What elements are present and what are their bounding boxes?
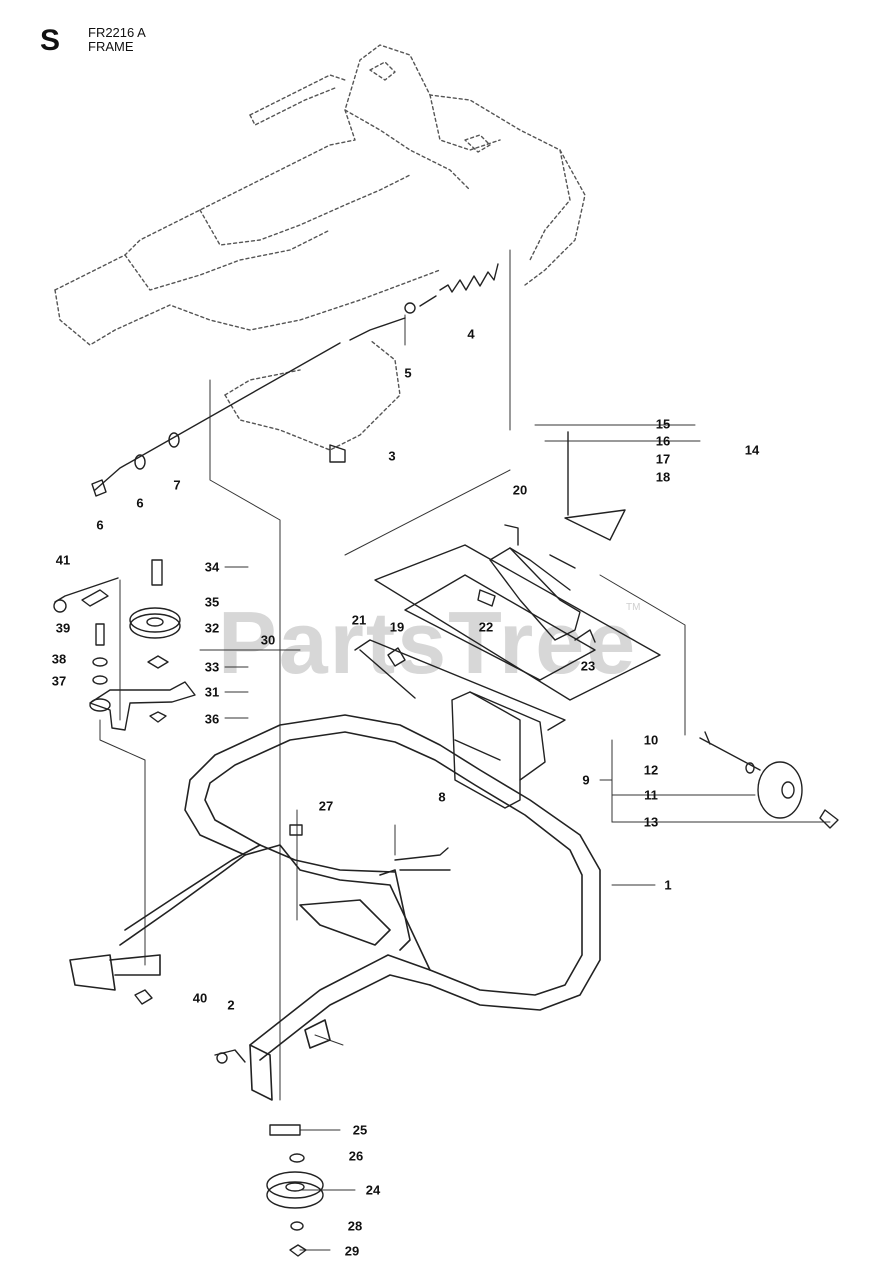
callout-17[interactable]: 17 bbox=[655, 451, 671, 467]
side-bracket-8 bbox=[451, 691, 546, 809]
callout-38[interactable]: 38 bbox=[51, 651, 67, 667]
callout-33[interactable]: 33 bbox=[204, 659, 220, 675]
callout-30[interactable]: 30 bbox=[260, 632, 276, 648]
callout-22[interactable]: 22 bbox=[478, 619, 494, 635]
callout-23[interactable]: 23 bbox=[580, 658, 596, 674]
callout-5[interactable]: 5 bbox=[404, 365, 412, 381]
callout-41[interactable]: 41 bbox=[55, 552, 71, 568]
gauge-wheel bbox=[699, 731, 839, 829]
callout-29[interactable]: 29 bbox=[344, 1243, 360, 1259]
callout-8[interactable]: 8 bbox=[438, 789, 446, 805]
callout-6-a[interactable]: 6 bbox=[136, 495, 144, 511]
mower-chassis-outline bbox=[54, 44, 586, 451]
long-bolt bbox=[359, 647, 416, 699]
diagram-title: FRAME bbox=[88, 39, 134, 54]
callout-37[interactable]: 37 bbox=[51, 673, 67, 689]
callout-32[interactable]: 32 bbox=[204, 620, 220, 636]
callout-25[interactable]: 25 bbox=[352, 1122, 368, 1138]
callout-15[interactable]: 15 bbox=[655, 416, 671, 432]
callout-3[interactable]: 3 bbox=[388, 448, 396, 464]
callout-6-b[interactable]: 6 bbox=[96, 517, 104, 533]
section-letter: S bbox=[40, 24, 61, 57]
washers-left bbox=[91, 432, 180, 497]
callout-34[interactable]: 34 bbox=[204, 559, 220, 575]
callout-9[interactable]: 9 bbox=[582, 772, 590, 788]
callout-14[interactable]: 14 bbox=[744, 442, 760, 458]
callout-12[interactable]: 12 bbox=[643, 762, 659, 778]
callout-16[interactable]: 16 bbox=[655, 433, 671, 449]
spring-assembly bbox=[94, 263, 499, 491]
callout-13[interactable]: 13 bbox=[643, 814, 659, 830]
callout-39[interactable]: 39 bbox=[55, 620, 71, 636]
callout-35[interactable]: 35 bbox=[204, 594, 220, 610]
callout-4[interactable]: 4 bbox=[467, 326, 475, 342]
callout-18[interactable]: 18 bbox=[655, 469, 671, 485]
callout-7[interactable]: 7 bbox=[173, 477, 181, 493]
callout-10[interactable]: 10 bbox=[643, 732, 659, 748]
callout-20[interactable]: 20 bbox=[512, 482, 528, 498]
spring-clip bbox=[394, 847, 451, 871]
latch-bracket bbox=[477, 431, 626, 643]
left-mount-stack bbox=[53, 559, 196, 731]
bottom-mount-stack bbox=[134, 824, 324, 1257]
main-frame-tube bbox=[69, 714, 601, 1101]
callout-11[interactable]: 11 bbox=[644, 787, 658, 803]
callout-24[interactable]: 24 bbox=[365, 1182, 381, 1198]
callout-28[interactable]: 28 bbox=[347, 1218, 363, 1234]
callout-1[interactable]: 1 bbox=[664, 877, 672, 893]
callout-36[interactable]: 36 bbox=[204, 711, 220, 727]
leader-lines bbox=[99, 249, 831, 1251]
pivot-plate-outline bbox=[354, 544, 661, 731]
callout-31[interactable]: 31 bbox=[204, 684, 220, 700]
callout-26[interactable]: 26 bbox=[348, 1148, 364, 1164]
callout-40[interactable]: 40 bbox=[192, 990, 208, 1006]
callout-19[interactable]: 19 bbox=[389, 619, 405, 635]
callout-2[interactable]: 2 bbox=[227, 997, 235, 1013]
callout-21[interactable]: 21 bbox=[351, 612, 367, 628]
partstree-watermark: PartsTree bbox=[218, 593, 638, 692]
model-number: FR2216 A bbox=[88, 25, 146, 40]
callout-27[interactable]: 27 bbox=[318, 798, 334, 814]
watermark-tm: TM bbox=[626, 602, 641, 613]
